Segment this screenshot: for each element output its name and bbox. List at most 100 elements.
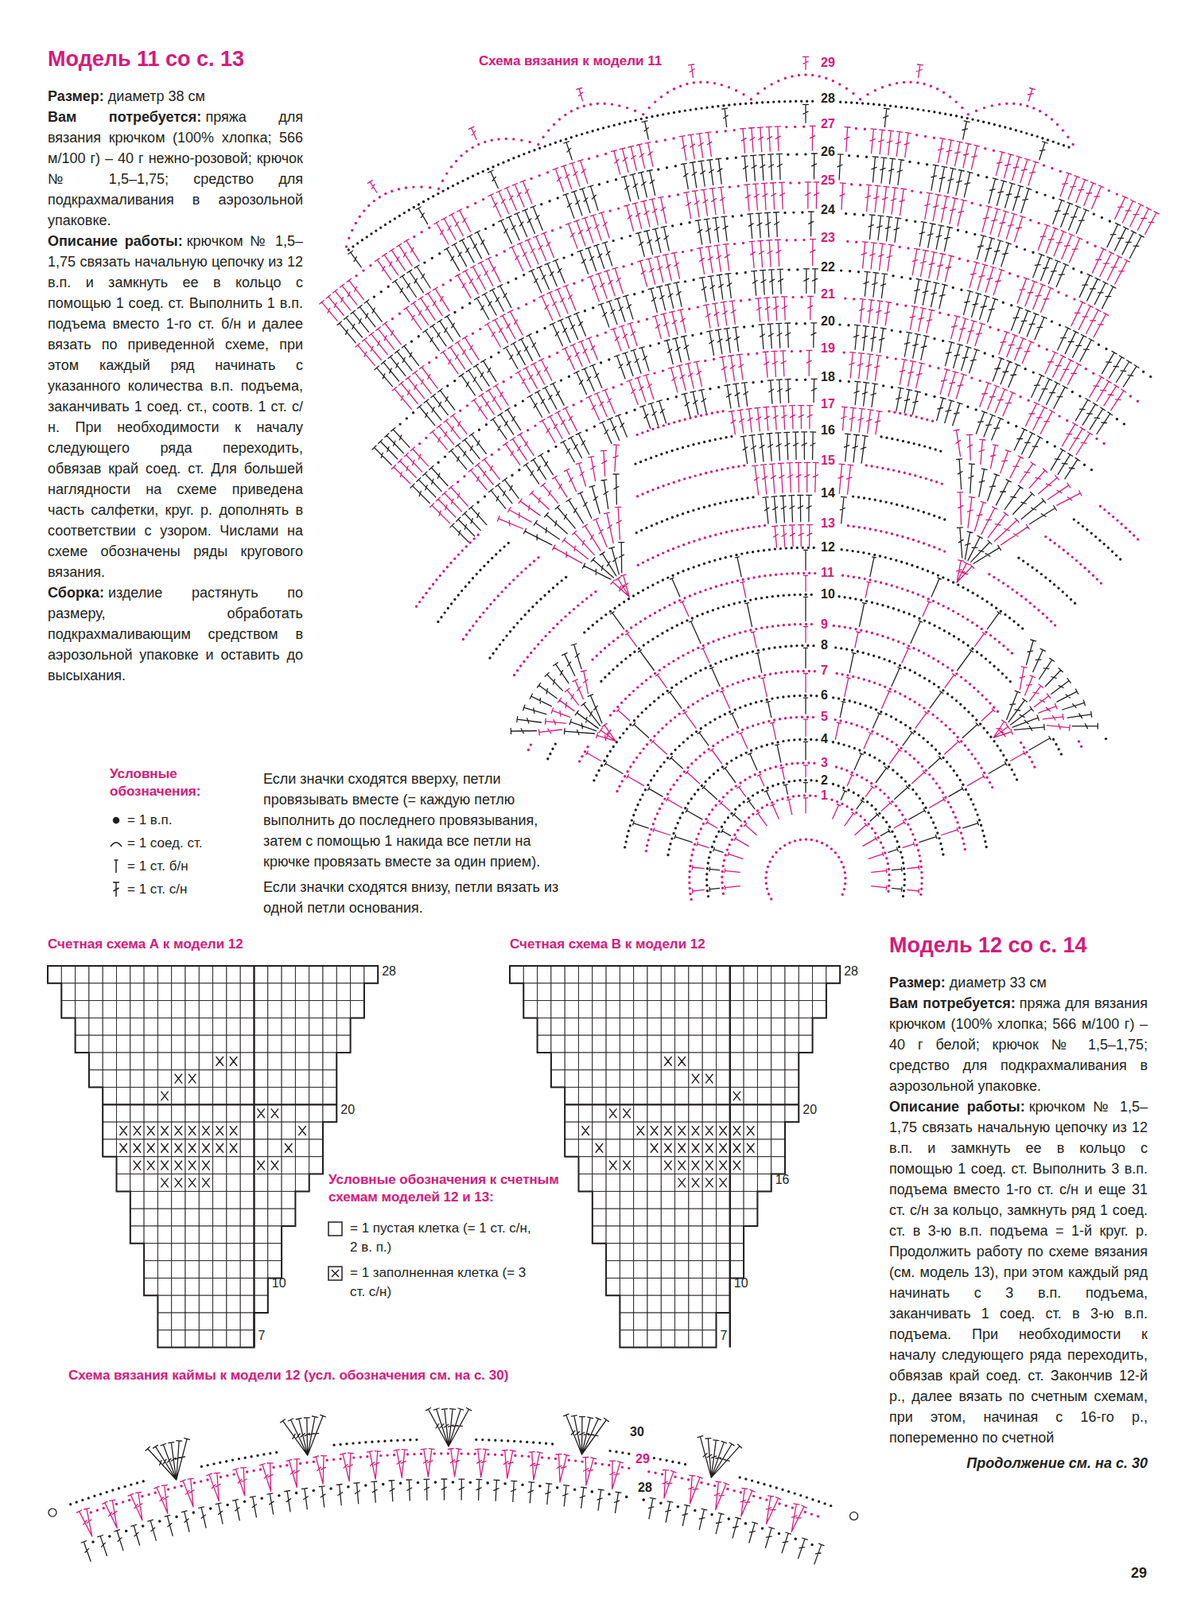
- grid-cell: [295, 1156, 309, 1174]
- grid-cell: [633, 1225, 648, 1244]
- grid-cell: [660, 1294, 675, 1313]
- row-number: 12: [819, 539, 837, 556]
- row-number: 9: [819, 616, 830, 633]
- grid-cell: [61, 965, 75, 984]
- grid-cell: [619, 1208, 634, 1226]
- grid-cell: [198, 1103, 213, 1122]
- grid-cell: [171, 1277, 186, 1295]
- grid-cell: [771, 1069, 785, 1088]
- grid-cell: [226, 983, 241, 1001]
- grid-cell: [157, 1329, 171, 1348]
- grid-cell: [157, 1225, 171, 1244]
- grid-cell: [716, 965, 731, 984]
- grid-cell: [619, 1329, 634, 1348]
- grid-cell: [771, 965, 785, 984]
- row-number: 21: [819, 286, 837, 303]
- row-number: 10: [819, 586, 837, 603]
- grid-cell: [336, 1017, 350, 1035]
- grid-cell: [143, 1052, 158, 1070]
- grid-cell: [157, 983, 171, 1001]
- legend-text: = 1 в.п.: [127, 811, 173, 829]
- grid-cell: [826, 965, 840, 984]
- grid-cell: [213, 965, 227, 984]
- grid-cell: [157, 1312, 171, 1330]
- grid-cell: [185, 1000, 199, 1019]
- grid-cell: [564, 1034, 579, 1053]
- grid-cell: [198, 1294, 213, 1313]
- grid-cell: [254, 1225, 269, 1244]
- grid-cell: [254, 983, 269, 1001]
- grid-cell: [116, 1173, 131, 1192]
- grid-cell: [619, 983, 634, 1001]
- grid-cell: [89, 1069, 103, 1088]
- grid-cell: [143, 1208, 158, 1226]
- grid-cell: [784, 1103, 799, 1122]
- grid-cell: [322, 1052, 337, 1070]
- grid-cell: [592, 1208, 607, 1226]
- grid-cell: [240, 1260, 254, 1279]
- grid-cell: [688, 1190, 703, 1209]
- row-number: 10: [272, 1274, 287, 1291]
- grid-cell: [619, 1069, 634, 1088]
- grid-cell: [268, 1173, 282, 1192]
- grid-cell: [702, 1190, 716, 1209]
- grid-cell: [240, 1190, 254, 1209]
- grid-cell: [213, 1000, 227, 1019]
- grid-cell: [633, 1000, 648, 1019]
- grid-cell: [281, 1156, 296, 1174]
- grid-cell: [564, 1017, 579, 1035]
- grid-cell: [647, 1000, 661, 1019]
- grid-cell: [619, 1121, 634, 1139]
- grid-cell: [716, 1225, 731, 1244]
- note-text: Если значки сходятся внизу, петли вязать…: [263, 876, 578, 918]
- grid-cell: [171, 1225, 186, 1244]
- grid-cell: [743, 1087, 758, 1105]
- grid-cell: [226, 1277, 241, 1295]
- repeat-line: [564, 1103, 799, 1105]
- grid-cell: [606, 1277, 620, 1295]
- grid-cell: [606, 1138, 620, 1157]
- grid-cell: [281, 1121, 296, 1139]
- grid-cell: [322, 965, 337, 984]
- grid-outline: [47, 965, 378, 1348]
- row-number: 24: [819, 202, 837, 218]
- chart-title: Счетная схема В к модели 12: [509, 935, 706, 953]
- grid-cell: [281, 1052, 296, 1070]
- grid-cell: [226, 1225, 241, 1244]
- grid-cell: [254, 1034, 269, 1053]
- grid-cell: [281, 1034, 296, 1053]
- grid-cell: [716, 1034, 731, 1053]
- grid-cell: [564, 1000, 579, 1019]
- text-column: Модель 11 со с. 13Размер:диаметр 38 смВа…: [47, 46, 304, 686]
- grid-cell: [743, 1017, 758, 1035]
- grid-cell: [226, 1103, 241, 1122]
- grid-cell: [551, 1052, 565, 1070]
- grid-cell: [647, 1034, 661, 1053]
- grid-cell: [116, 1017, 131, 1035]
- grid-cell: [743, 1069, 758, 1088]
- grid-cell: [743, 1052, 758, 1070]
- grid-cell: [116, 1000, 131, 1019]
- grid-cell: [226, 1329, 241, 1348]
- grid-cell: [198, 1225, 213, 1244]
- grid-cell: [198, 1277, 213, 1295]
- grid-cell: [537, 1034, 552, 1053]
- grid-cell: [130, 965, 144, 984]
- grid-cell: [281, 1087, 296, 1105]
- grid-cell: [757, 1173, 771, 1192]
- grid-cell: [322, 1017, 337, 1035]
- grid-cell: [716, 1277, 731, 1295]
- grid-cell: [647, 1294, 661, 1313]
- grid-cell: [213, 1243, 227, 1261]
- grid-cell: [771, 1034, 785, 1053]
- grid-cell: [213, 1312, 227, 1330]
- grid-cell: [185, 1277, 199, 1295]
- grid-cell: [564, 1121, 579, 1139]
- grid-cell: [798, 1017, 813, 1035]
- grid-cell: [268, 1017, 282, 1035]
- grid-cell: [523, 1000, 537, 1019]
- grid-cell: [619, 1087, 634, 1105]
- empty-cell-sample: [328, 1221, 342, 1236]
- grid-cell: [254, 1138, 269, 1157]
- grid-cell: [254, 965, 269, 984]
